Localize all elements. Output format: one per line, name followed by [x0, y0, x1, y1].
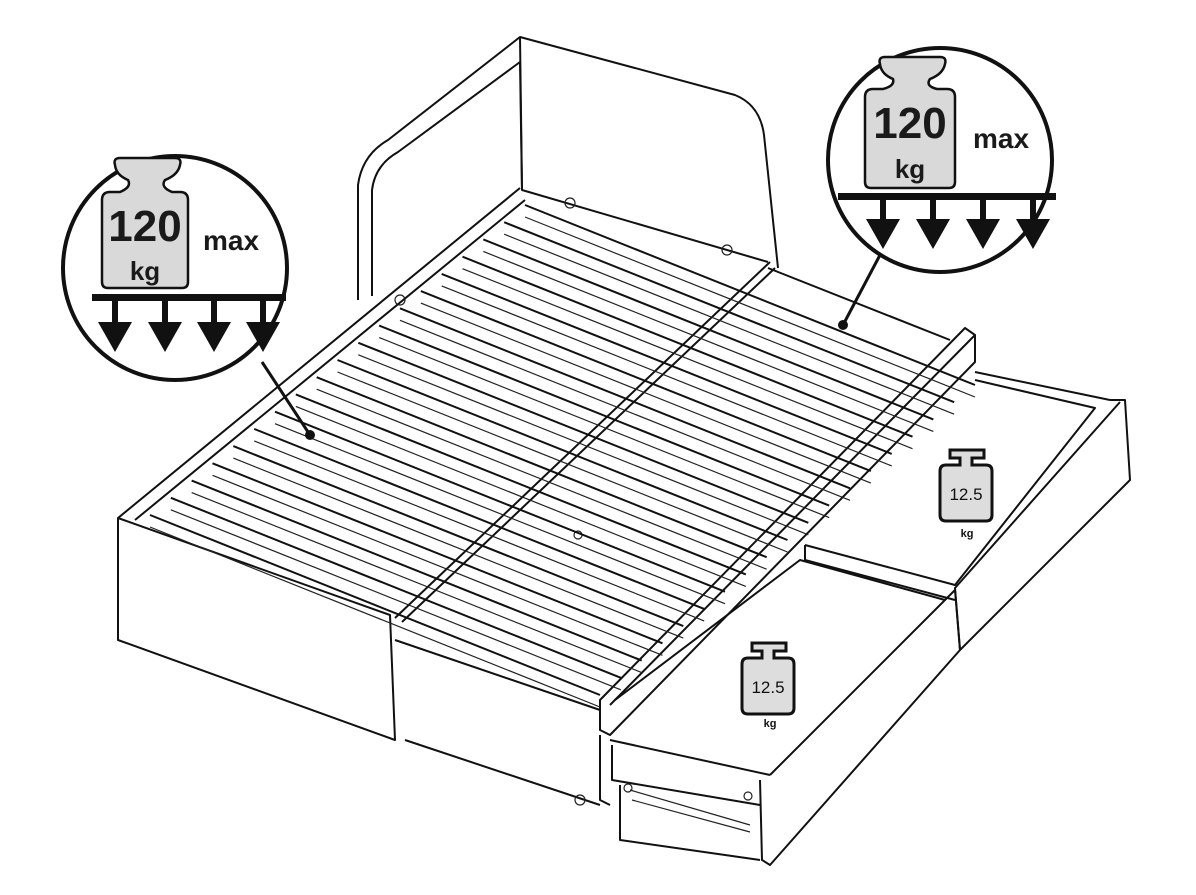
- slat: [441, 285, 892, 467]
- weight-icon: [938, 448, 994, 523]
- slat: [253, 427, 705, 610]
- slat: [149, 526, 601, 708]
- slat: [378, 324, 830, 507]
- slat: [399, 307, 851, 490]
- headboard: [357, 36, 779, 300]
- arrow-down-icon: [98, 300, 132, 352]
- slat: [253, 440, 705, 622]
- slat: [378, 336, 830, 519]
- slat: [212, 474, 663, 656]
- load-value: 120: [873, 99, 946, 148]
- downward-arrows-icon: [838, 193, 1056, 200]
- drawer-load-unit: kg: [961, 528, 974, 540]
- slat: [191, 491, 642, 674]
- load-unit: kg: [130, 256, 160, 286]
- drawer-load-value: 12.5: [949, 485, 982, 504]
- arrow-down-icon: [916, 199, 950, 249]
- drawer-back-load: 12.5 kg: [938, 448, 994, 540]
- slat: [232, 445, 684, 628]
- slat: [170, 496, 622, 679]
- arrow-down-icon: [197, 300, 231, 352]
- slat: [462, 268, 913, 450]
- slat: [337, 371, 788, 553]
- slat: [316, 376, 768, 559]
- drawer-load-value: 12.5: [751, 678, 784, 697]
- arrow-down-icon: [246, 300, 280, 352]
- front-rail: [599, 327, 976, 736]
- slat: [274, 410, 726, 593]
- drawer-front-load: 12.5 kg: [740, 641, 796, 730]
- slat: [524, 204, 976, 386]
- arrow-down-icon: [966, 199, 1000, 249]
- weight-icon: [863, 55, 957, 190]
- slat: [503, 221, 955, 404]
- slat: [399, 319, 851, 501]
- slat: [295, 393, 747, 576]
- slat: [483, 250, 934, 433]
- slat: [212, 462, 663, 645]
- slat: [358, 354, 809, 536]
- slat: [524, 216, 976, 398]
- left-load-callout: 120 kg max: [61, 154, 315, 440]
- left-side-frame: [117, 187, 526, 741]
- slat: [170, 509, 622, 691]
- arrow-down-icon: [1016, 199, 1050, 249]
- slats: [149, 204, 976, 708]
- slat: [503, 233, 955, 415]
- slat: [482, 238, 934, 421]
- slat: [337, 359, 788, 541]
- slat: [420, 290, 872, 473]
- slat: [274, 423, 726, 605]
- slat: [462, 255, 913, 438]
- load-value: 120: [108, 202, 181, 251]
- slat: [316, 388, 767, 570]
- slat: [191, 479, 643, 662]
- load-max-label: max: [973, 123, 1029, 154]
- arrow-down-icon: [866, 199, 900, 249]
- load-max-label: max: [203, 225, 259, 256]
- slat: [233, 457, 684, 639]
- slat: [441, 272, 893, 455]
- load-unit: kg: [895, 154, 925, 184]
- slat: [295, 405, 747, 588]
- weight-icon: [740, 641, 796, 716]
- slat: [420, 302, 872, 484]
- drawer-load-unit: kg: [764, 718, 777, 730]
- drawer-front: [609, 559, 961, 866]
- arrow-down-icon: [148, 300, 182, 352]
- downward-arrows-icon: [92, 294, 286, 301]
- slat: [357, 341, 809, 524]
- weight-icon: [100, 156, 190, 290]
- slat: [149, 514, 601, 696]
- drawer-back: [804, 371, 1131, 651]
- right-load-callout: 120 kg max: [826, 46, 1056, 330]
